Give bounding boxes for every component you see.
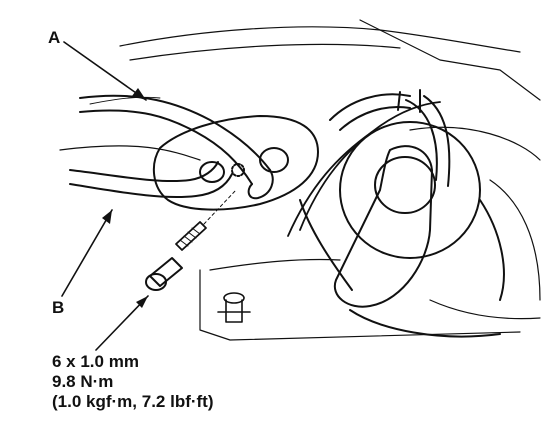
bolt-icon [145,189,237,291]
engine-body-lines [59,19,541,341]
leader-lines [61,41,149,351]
torque-nm-label: 9.8 N·m [52,372,114,391]
arrowhead-bolt [136,296,148,308]
arrowhead-b [102,210,112,224]
wire-harness [287,101,441,237]
hose-b [69,161,233,199]
arrowhead-a [132,88,146,100]
callout-a: A [48,28,61,47]
hose-a [79,94,274,200]
stud-fitting [217,292,251,323]
mounting-bracket [152,115,319,211]
callout-b: B [52,298,65,317]
heater-hose-assembly [299,89,505,338]
bolt-size-label: 6 x 1.0 mm [52,352,139,371]
leader-arrowheads [102,88,148,308]
torque-alt-label: (1.0 kgf·m, 7.2 lbf·ft) [52,392,214,411]
